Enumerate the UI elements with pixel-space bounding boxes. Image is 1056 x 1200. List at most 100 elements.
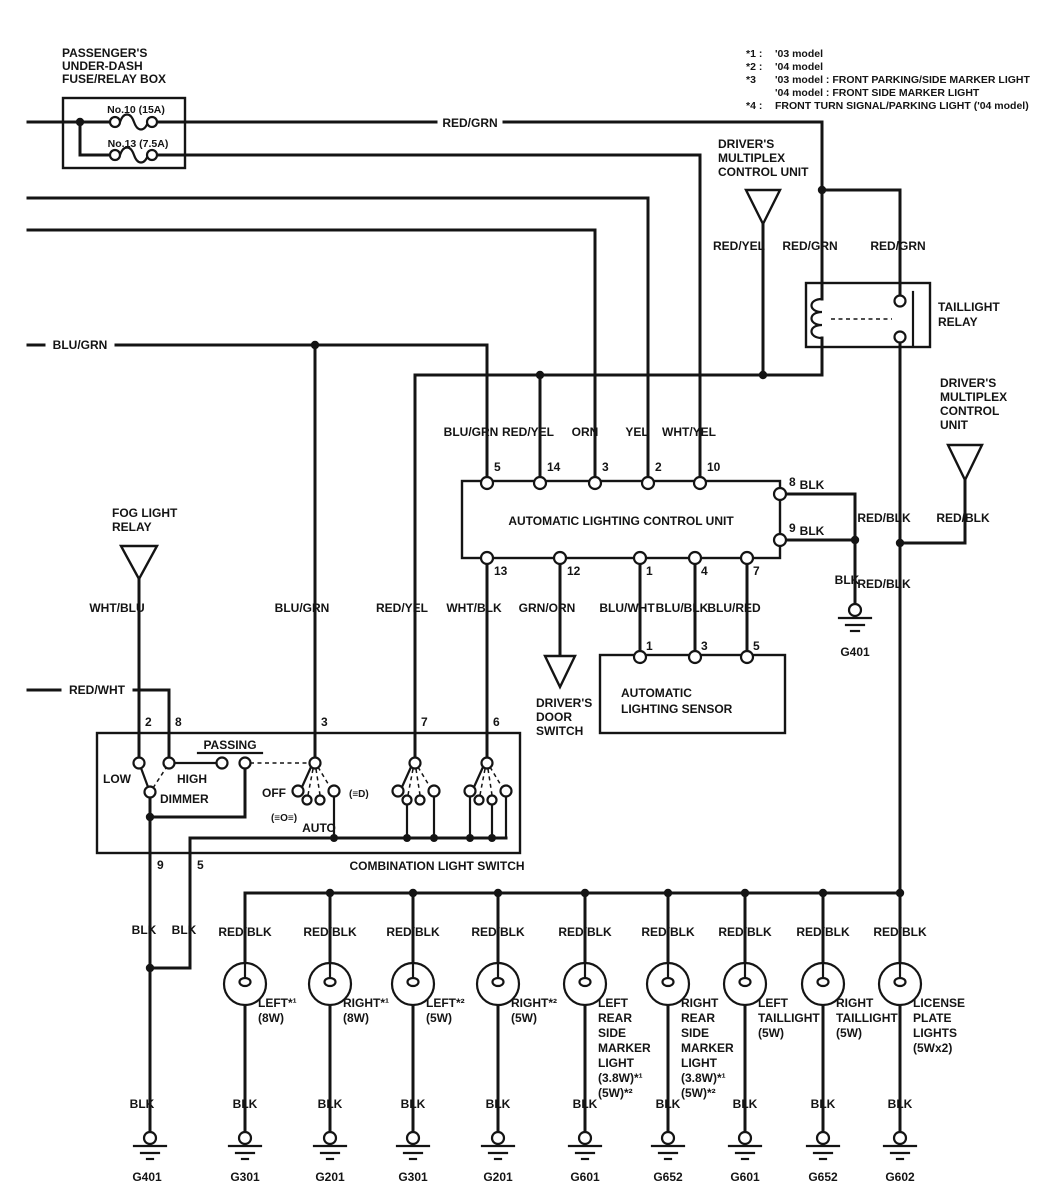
wire-label-blu-wht: BLU/WHT (599, 601, 655, 615)
note-text: FRONT TURN SIGNAL/PARKING LIGHT ('04 mod… (775, 100, 1029, 112)
wire-label-red-blk: RED/BLK (857, 511, 911, 525)
wires (26, 120, 967, 1134)
pin-number: 12 (567, 564, 581, 578)
relay-coil-icon (810, 297, 824, 340)
lamp-name: LIGHT (598, 1056, 635, 1070)
lamp-name: LIGHTS (913, 1026, 957, 1040)
lamp-name: LEFT*² (426, 996, 465, 1010)
sensor-title: AUTOMATIC (621, 686, 692, 700)
pin-number: 5 (197, 858, 204, 872)
ground-icon (805, 1130, 841, 1161)
bulb-icon (645, 961, 691, 1007)
pin-number: 3 (321, 715, 328, 729)
note-marker: *3 (746, 74, 756, 86)
lamp-name: MARKER (681, 1041, 734, 1055)
bulb-icon (722, 961, 768, 1007)
multiplex-top-label: CONTROL UNIT (718, 165, 809, 179)
pin-number: 1 (646, 639, 653, 653)
wire-label-red-blk: RED/BLK (641, 925, 695, 939)
lamp-wattage: (3.8W)*¹ (598, 1071, 643, 1085)
wire-label-blk: BLK (800, 478, 825, 492)
wire-label-red-grn: RED/GRN (782, 239, 837, 253)
wire-label-blk: BLK (656, 1097, 681, 1111)
junction-dots (75, 117, 905, 973)
pin-number: 7 (421, 715, 428, 729)
ground-icon (480, 1130, 516, 1161)
pin-number: 5 (753, 639, 760, 653)
bulb-icon (222, 961, 268, 1007)
wire-label-wht-yel: WHT/YEL (662, 425, 716, 439)
lamp-name: TAILLIGHT (836, 1011, 898, 1025)
pin-number: 8 (175, 715, 182, 729)
lamp-name: PLATE (913, 1011, 951, 1025)
lamp-name: RIGHT*¹ (343, 996, 389, 1010)
lamp-name: SIDE (598, 1026, 626, 1040)
ground-icon (567, 1130, 603, 1161)
wire-label-red-blk: RED/BLK (471, 925, 525, 939)
door-switch-label: SWITCH (536, 724, 583, 738)
wire-label-red-blk: RED/BLK (386, 925, 440, 939)
pin-number: 6 (493, 715, 500, 729)
sensor-title: LIGHTING SENSOR (621, 702, 733, 716)
lamp-symbols (222, 961, 923, 1007)
lamp-name: REAR (598, 1011, 632, 1025)
lamp-name: MARKER (598, 1041, 651, 1055)
labels: PASSENGER'S UNDER-DASH FUSE/RELAY BOX No… (53, 46, 1031, 1184)
lamp-name: LEFT*¹ (258, 996, 297, 1010)
fuse-box (61, 96, 187, 170)
wire-label-red-grn: RED/GRN (870, 239, 925, 253)
taillight-relay-label: TAILLIGHT (938, 300, 1000, 314)
wire-label-red-blk: RED/BLK (218, 925, 272, 939)
ground-label: G602 (885, 1170, 915, 1184)
lamp-name: LIGHT (681, 1056, 718, 1070)
dashed-links (152, 318, 892, 796)
lamp-name: LEFT (758, 996, 789, 1010)
ground-label: G401 (840, 645, 870, 659)
note-text: '03 model : FRONT PARKING/SIDE MARKER LI… (775, 74, 1030, 86)
ground-icon (727, 1130, 763, 1161)
lamp-wattage: (5W) (511, 1011, 537, 1025)
multiplex-right-label: MULTIPLEX (940, 390, 1007, 404)
wire-label-red-blk: RED/BLK (558, 925, 612, 939)
wire-label-blk: BLK (733, 1097, 758, 1111)
pin-number: 8 (789, 475, 796, 489)
switch-position-passing: PASSING (203, 738, 256, 752)
wire-label-blu-grn: BLU/GRN (275, 601, 330, 615)
headlight-icon: (≡D) (349, 789, 369, 800)
note-text: '04 model (775, 61, 823, 73)
lamp-wattage: (8W) (343, 1011, 369, 1025)
fog-relay-label: FOG LIGHT (112, 506, 178, 520)
wire-label-blk: BLK (573, 1097, 598, 1111)
switch-position-high: HIGH (177, 772, 207, 786)
ground-label: G601 (730, 1170, 760, 1184)
switch-position-low: LOW (103, 772, 132, 786)
wire-label-red-yel: RED/YEL (713, 239, 765, 253)
note-marker: *2 : (746, 61, 762, 73)
wire-label-blk: BLK (132, 923, 157, 937)
ground-label: G201 (483, 1170, 513, 1184)
wire-label-grn-orn: GRN/ORN (519, 601, 576, 615)
lamp-wattage: (5W)*² (681, 1086, 716, 1100)
fuse-label: No.10 (15A) (107, 104, 165, 116)
lamp-wattage: (3.8W)*¹ (681, 1071, 726, 1085)
bulb-icon (307, 961, 353, 1007)
bulb-icon (562, 961, 608, 1007)
bulb-icon (390, 961, 436, 1007)
ground-label: G201 (315, 1170, 345, 1184)
ground-label: G652 (653, 1170, 683, 1184)
ground-icon (132, 1130, 168, 1161)
multiplex-right-label: UNIT (940, 418, 969, 432)
pin-number: 7 (753, 564, 760, 578)
wire-label-blk: BLK (401, 1097, 426, 1111)
parking-light-icon: (≡O≡) (271, 813, 297, 824)
lamp-name: RIGHT*² (511, 996, 557, 1010)
ground-icon (312, 1130, 348, 1161)
door-switch-label: DRIVER'S (536, 696, 592, 710)
ground-icon (882, 1130, 918, 1161)
multiplex-right-connector-icon (946, 443, 984, 483)
pin-number: 9 (789, 521, 796, 535)
multiplex-right-label: CONTROL (940, 404, 999, 418)
pin-number: 10 (707, 460, 721, 474)
wire-label-wht-blk: WHT/BLK (446, 601, 502, 615)
